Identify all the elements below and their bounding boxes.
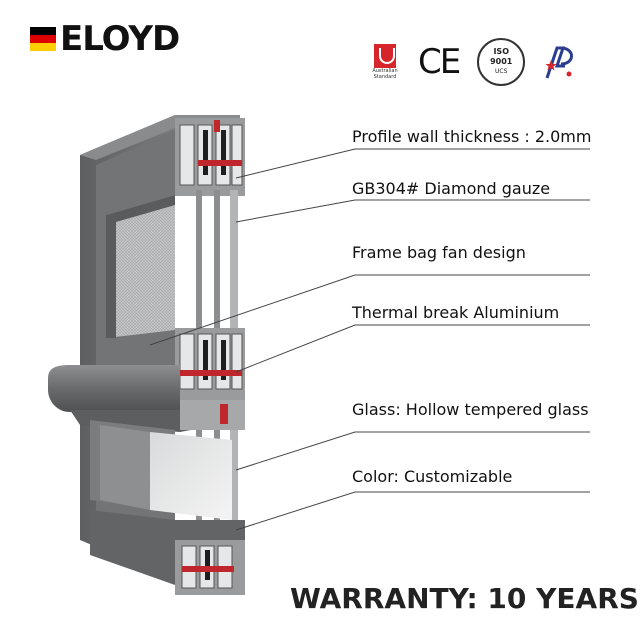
feature-label-diamond-gauze: GB304# Diamond gauze [352, 179, 551, 198]
german-flag-icon [30, 27, 56, 51]
mesh-frame [106, 195, 175, 338]
iso-bottom: UCS [495, 68, 508, 75]
feature-label-wall-thickness: Profile wall thickness : 2.0mm [352, 127, 592, 146]
feature-label-color: Color: Customizable [352, 467, 513, 486]
australian-standard-line1: Australian [372, 68, 398, 74]
australian-standard-icon [374, 44, 396, 68]
brand-logo: ELOYD [30, 19, 180, 59]
australian-standard-badge: Australian Standard [370, 44, 400, 80]
iso-top: ISO [493, 47, 509, 56]
diamond-gauze [106, 195, 175, 338]
ap-logo-icon [545, 46, 574, 79]
feature-label-glass: Glass: Hollow tempered glass [352, 400, 589, 419]
warranty-text: WARRANTY: 10 YEARS [290, 582, 639, 615]
feature-label-frame-bag: Frame bag fan design [352, 243, 526, 262]
ce-mark: CE [418, 42, 461, 82]
iso-number: 9001 [490, 57, 513, 66]
australian-standard-line2: Standard [373, 74, 397, 80]
window-sill [48, 365, 180, 412]
iso-badge: ISO 9001 UCS [477, 38, 526, 86]
feature-label-thermal-break: Thermal break Aluminium [352, 303, 560, 322]
brand-name: ELOYD [60, 19, 180, 59]
certification-logos: Australian Standard CE ISO 9001 UCS [370, 38, 577, 86]
callout-lines [149, 148, 590, 531]
hollow-glass [150, 432, 232, 520]
